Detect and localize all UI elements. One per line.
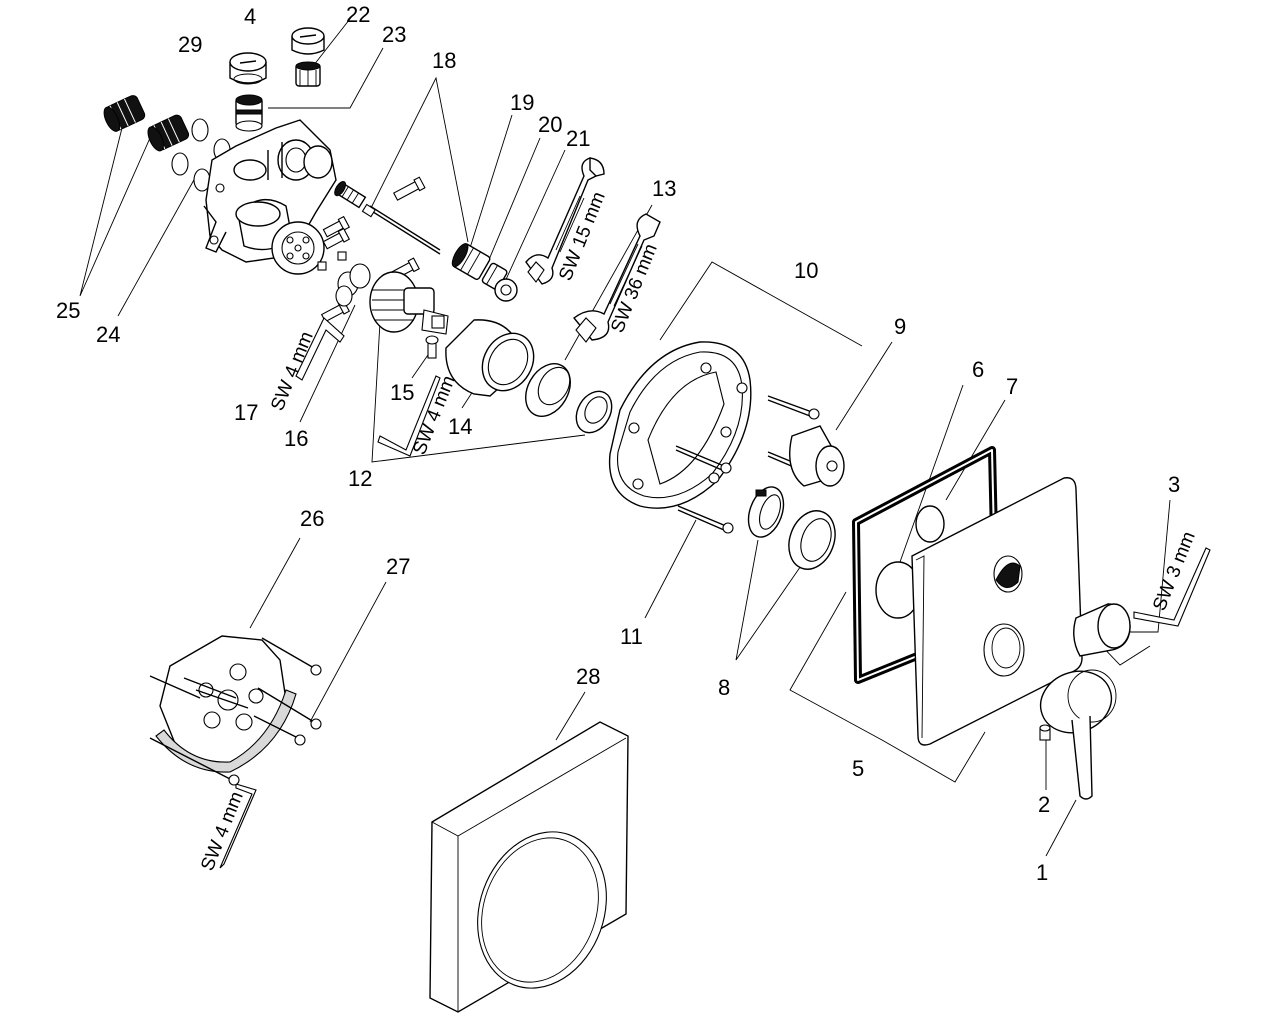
hex-key-sw4-15: [377, 375, 441, 457]
clip-8: [747, 486, 836, 570]
label-1: 1: [1036, 860, 1048, 885]
spindle-pin-18: [334, 180, 441, 255]
mounting-bracket-26: [149, 635, 322, 786]
label-4: 4: [244, 4, 256, 29]
cover-frame-28: [429, 721, 629, 1013]
cap-29: [229, 52, 267, 85]
label-2: 2: [1038, 792, 1050, 817]
o-ring-set: [171, 118, 231, 192]
mounting-plate-10: [608, 341, 752, 509]
long-screws: [675, 395, 820, 534]
label-15: 15: [390, 380, 414, 405]
label-25: 25: [56, 298, 80, 323]
label-8: 8: [718, 675, 730, 700]
label-9: 9: [894, 314, 906, 339]
label-10: 10: [794, 258, 818, 283]
label-26: 26: [300, 506, 324, 531]
label-5: 5: [852, 756, 864, 781]
label-3: 3: [1168, 472, 1180, 497]
leader-lines: [79, 14, 1171, 857]
label-7: 7: [1006, 374, 1018, 399]
label-12: 12: [348, 466, 372, 491]
sleeve-14: [445, 319, 535, 397]
label-14: 14: [448, 414, 472, 439]
threaded-plug-pair: [103, 95, 190, 152]
wrench-sw36: [572, 213, 661, 343]
label-sw3: SW 3 mm: [1149, 529, 1200, 614]
label-20: 20: [538, 112, 562, 137]
label-19: 19: [510, 90, 534, 115]
label-23: 23: [382, 22, 406, 47]
extension-9: [789, 425, 845, 487]
knob-3: [1073, 603, 1131, 657]
label-11: 11: [620, 624, 643, 649]
cartridge-19-20-21: [451, 243, 518, 302]
cap-4: [291, 27, 325, 55]
screw-15: [425, 335, 439, 359]
label-18: 18: [432, 48, 456, 73]
part-number-labels: 1 2 3 4 5 6 7 8 9 10 11 12 13 14 15 16 1…: [56, 2, 1180, 885]
lever-handle-1: [1039, 669, 1117, 800]
label-27: 27: [386, 554, 410, 579]
insert-22: [295, 61, 321, 87]
label-24: 24: [96, 322, 120, 347]
nut-ring: [525, 363, 613, 434]
label-22: 22: [346, 2, 370, 27]
retaining-rings-16: [335, 263, 371, 307]
hex-key-sw4-26: [219, 783, 257, 869]
wrench-sw15: [525, 157, 605, 285]
label-6: 6: [972, 357, 984, 382]
label-21: 21: [566, 126, 590, 151]
label-29: 29: [178, 32, 202, 57]
valve-body: [203, 119, 337, 275]
cartridge-12: [369, 271, 449, 335]
label-13: 13: [652, 176, 676, 201]
o-ring-7: [915, 505, 945, 543]
cover-plate-5: [911, 477, 1083, 746]
label-16: 16: [284, 426, 308, 451]
set-screw-2: [1039, 724, 1051, 741]
label-28: 28: [576, 664, 600, 689]
insert-23: [235, 94, 263, 132]
label-17: 17: [234, 400, 258, 425]
hex-key-sw4-17: [295, 317, 345, 381]
hex-key-sw3: [1133, 547, 1211, 627]
